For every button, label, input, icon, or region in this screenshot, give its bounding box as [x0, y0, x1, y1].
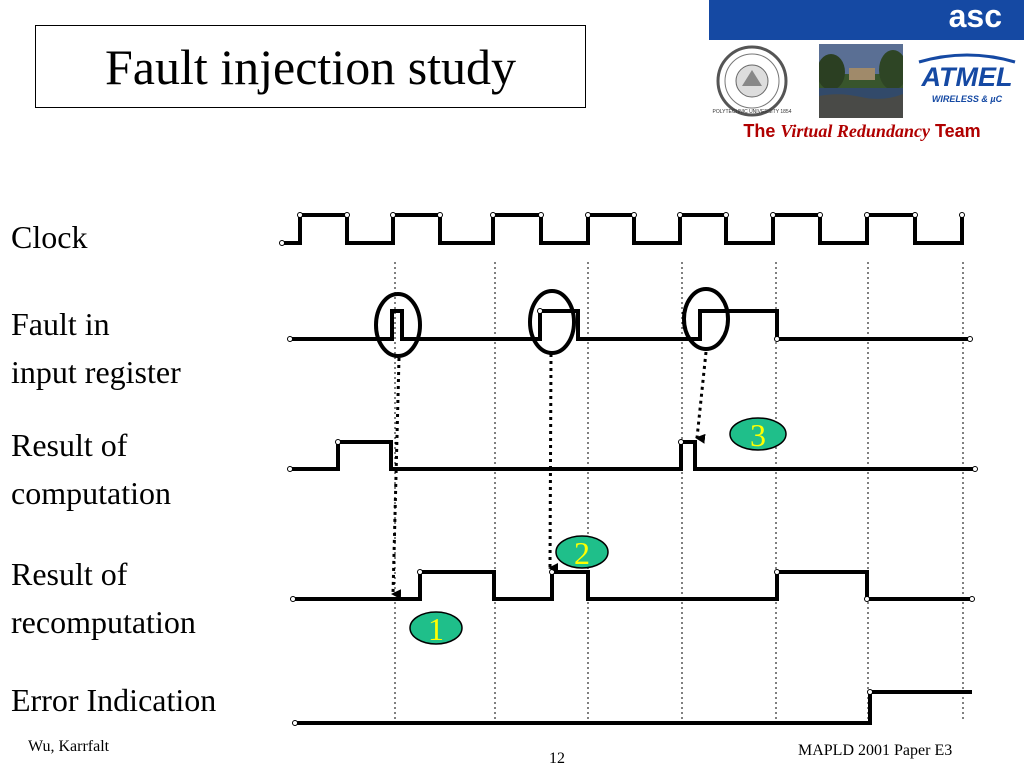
- error-waveform: [295, 690, 972, 725]
- signal-label-line: computation: [11, 475, 171, 511]
- signal-label-result: Result of computation: [11, 421, 171, 517]
- clock-waveform: [282, 213, 964, 245]
- waveform-nodes: [279, 212, 978, 726]
- slide-title: Fault injection study: [104, 38, 517, 95]
- recomputation-waveform: [293, 570, 972, 601]
- atmel-word: ATMEL: [921, 62, 1013, 92]
- propagation-arrow: [548, 353, 559, 574]
- fault-highlight-ellipse: [528, 289, 576, 355]
- signal-label-error: Error Indication: [11, 676, 216, 724]
- brand-bar: asc: [709, 0, 1024, 40]
- result-waveform: [290, 440, 975, 471]
- footer-page-number: 12: [549, 750, 565, 767]
- propagation-arrow: [695, 351, 708, 444]
- atmel-logo: ATMEL WIRELESS & µC: [915, 50, 1019, 108]
- marker-3: 3: [729, 417, 787, 453]
- signal-label-recomputation: Result of recomputation: [11, 550, 196, 646]
- clock-edge-guides: [394, 262, 964, 722]
- university-seal-logo: POLYTECHNIC UNIVERSITY 1854: [712, 45, 792, 117]
- marker-label: 2: [574, 535, 590, 571]
- seal-lettering: POLYTECHNIC UNIVERSITY 1854: [712, 109, 791, 115]
- signal-label-clock: Clock: [11, 213, 87, 261]
- footer-authors: Wu, Karrfalt: [28, 738, 110, 755]
- propagation-arrow: [391, 357, 402, 600]
- slide-title-box: Fault injection study: [35, 25, 586, 108]
- fault-waveform: [290, 309, 970, 341]
- signal-label-fault: Fault in input register: [11, 300, 181, 396]
- signal-label-line: Result of: [11, 556, 128, 592]
- signal-label-line: recomputation: [11, 604, 196, 640]
- fault-highlight-ellipse: [374, 292, 422, 358]
- fault-highlight-ellipse: [682, 287, 730, 351]
- marker-1: 1: [409, 611, 463, 647]
- team-caption: The Virtual Redundancy Team: [707, 121, 1017, 142]
- propagation-arrows: [391, 351, 708, 600]
- signal-label-line: Result of: [11, 427, 128, 463]
- team-suffix: Team: [934, 121, 981, 141]
- signal-label-line: Fault in: [11, 306, 110, 342]
- marker-label: 3: [750, 417, 766, 453]
- campus-photo: [819, 44, 903, 118]
- team-prefix: The: [743, 121, 776, 141]
- marker-2: 2: [555, 535, 609, 571]
- atmel-tagline: WIRELESS & µC: [932, 94, 1003, 104]
- brand-text: asc: [948, 0, 1002, 34]
- fault-highlights: [374, 287, 730, 358]
- signal-label-line: Error Indication: [11, 682, 217, 718]
- signal-label-line: Clock: [11, 219, 88, 255]
- footer-conference: MAPLD 2001 Paper E3: [798, 742, 953, 759]
- team-emphasis: Virtual Redundancy: [780, 121, 930, 141]
- signal-label-line: input register: [11, 354, 181, 390]
- marker-label: 1: [428, 611, 444, 647]
